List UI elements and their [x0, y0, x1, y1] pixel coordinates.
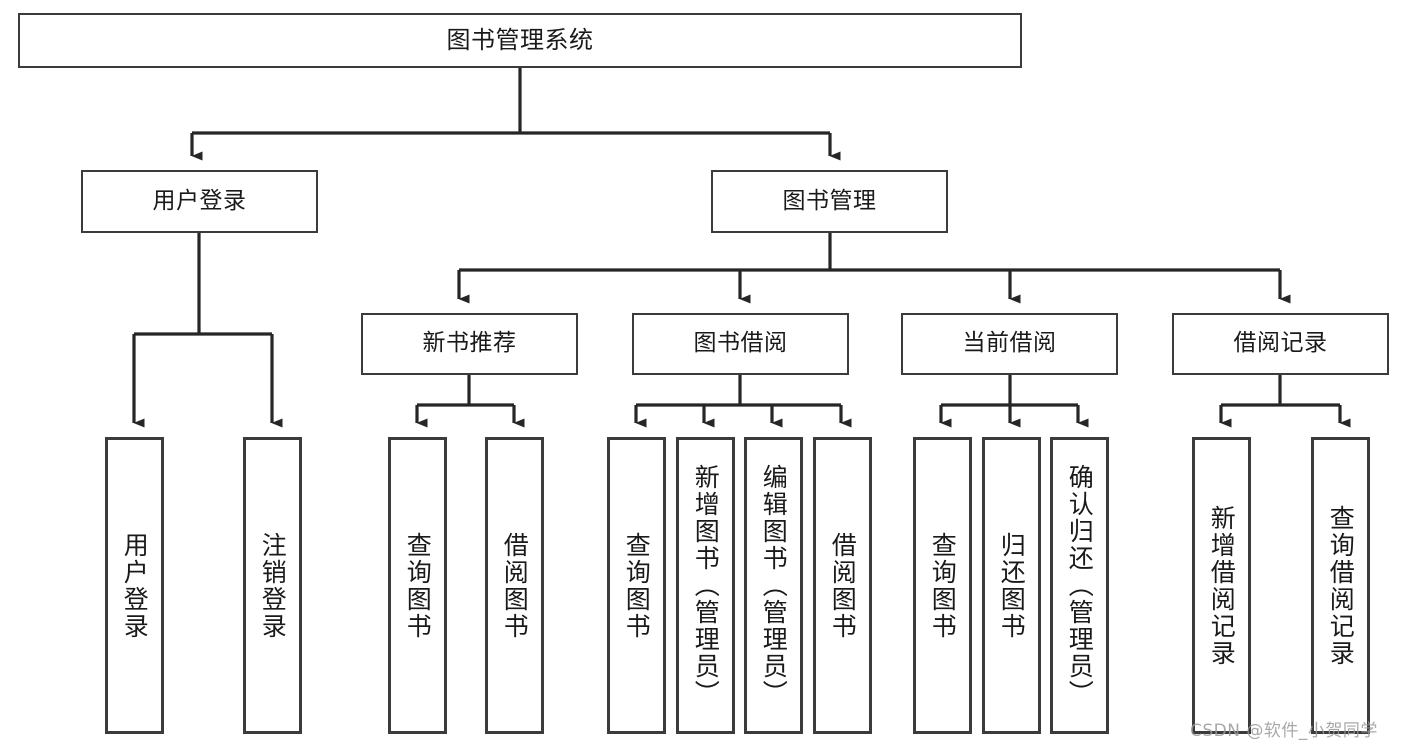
node-label: 图书管理	[782, 187, 877, 214]
node-label: 当前借阅	[962, 330, 1057, 357]
node-label: 图书管理系统	[446, 26, 594, 55]
node-current-borrow[interactable]: 当前借阅	[901, 313, 1118, 375]
leaf-user-logout[interactable]: 注销登录	[243, 437, 302, 734]
node-label: 查询借阅记录	[1326, 504, 1356, 667]
node-label: 查询图书	[403, 531, 433, 640]
node-label: 用户登录	[120, 531, 150, 640]
node-book-manage[interactable]: 图书管理	[711, 170, 948, 233]
leaf-user-login[interactable]: 用户登录	[105, 437, 164, 734]
node-user-login[interactable]: 用户登录	[81, 170, 318, 233]
leaf-return-book[interactable]: 归还图书	[982, 437, 1041, 734]
leaf-query-record[interactable]: 查询借阅记录	[1311, 437, 1370, 734]
node-book-borrow[interactable]: 图书借阅	[632, 313, 849, 375]
node-label: 注销登录	[258, 531, 288, 640]
node-new-book-rec[interactable]: 新书推荐	[361, 313, 578, 375]
leaf-add-record[interactable]: 新增借阅记录	[1192, 437, 1251, 734]
leaf-borrow-book-2[interactable]: 借阅图书	[813, 437, 872, 734]
leaf-query-book-1[interactable]: 查询图书	[388, 437, 447, 734]
node-label: 图书借阅	[693, 330, 788, 357]
node-label: 新书推荐	[422, 330, 517, 357]
node-label: 确认归还（管理员）	[1065, 464, 1095, 707]
node-label: 借阅记录	[1233, 330, 1328, 357]
leaf-query-book-2[interactable]: 查询图书	[607, 437, 666, 734]
leaf-query-book-3[interactable]: 查询图书	[913, 437, 972, 734]
node-label: 查询图书	[928, 531, 958, 640]
node-root-system[interactable]: 图书管理系统	[18, 13, 1022, 68]
watermark-csdn: CSDN @软件_小贺同学	[1190, 721, 1378, 741]
node-label: 新增借阅记录	[1207, 504, 1237, 667]
leaf-confirm-return[interactable]: 确认归还（管理员）	[1050, 437, 1109, 734]
node-label: 借阅图书	[828, 531, 858, 640]
leaf-borrow-book-1[interactable]: 借阅图书	[485, 437, 544, 734]
node-label: 新增图书（管理员）	[691, 464, 721, 707]
node-label: 归还图书	[997, 531, 1027, 640]
node-label: 查询图书	[622, 531, 652, 640]
node-borrow-record[interactable]: 借阅记录	[1172, 313, 1389, 375]
node-label: 借阅图书	[500, 531, 530, 640]
node-label: 用户登录	[152, 187, 247, 214]
leaf-edit-book[interactable]: 编辑图书（管理员）	[744, 437, 803, 734]
leaf-add-book[interactable]: 新增图书（管理员）	[676, 437, 735, 734]
node-label: 编辑图书（管理员）	[759, 464, 789, 707]
